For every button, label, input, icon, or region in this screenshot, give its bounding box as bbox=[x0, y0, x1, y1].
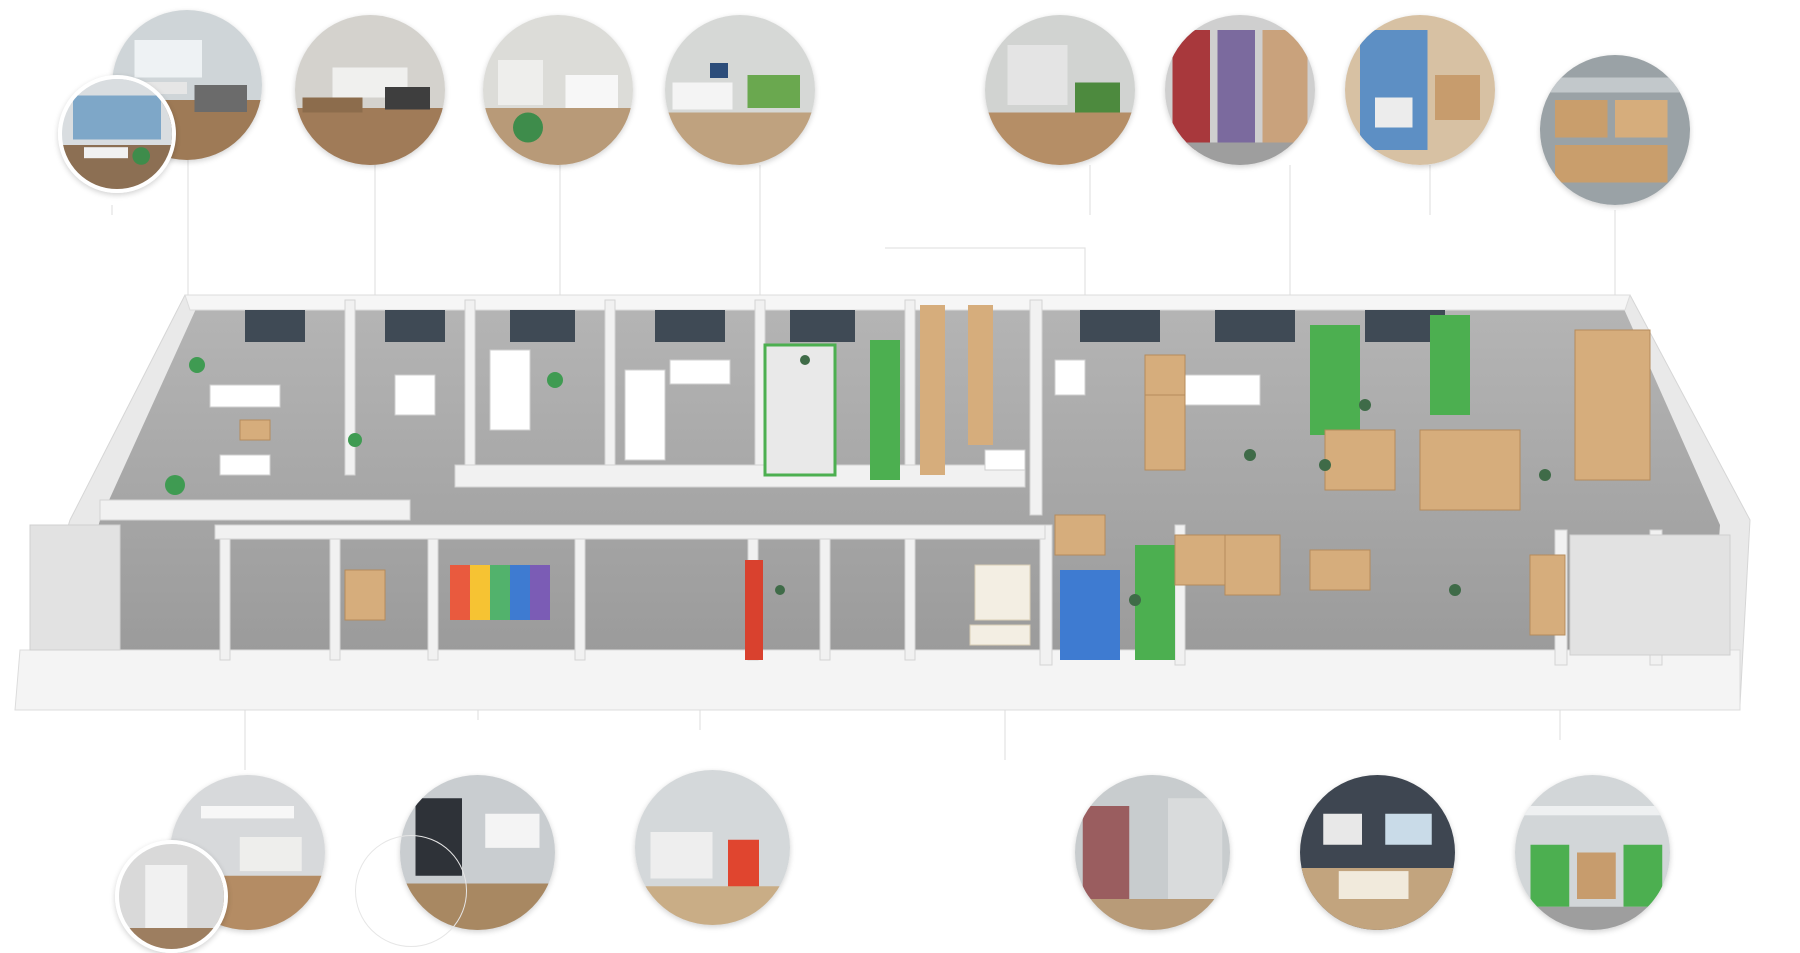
lounge-photo bbox=[1300, 775, 1455, 930]
office-window-photo bbox=[58, 75, 176, 193]
entrance-door-photo bbox=[115, 840, 228, 953]
workshop-photo bbox=[665, 15, 815, 165]
end-rooms bbox=[29, 524, 1731, 656]
meeting-room-photo bbox=[295, 15, 445, 165]
windows bbox=[245, 310, 1445, 342]
shelving-photo bbox=[1165, 15, 1315, 165]
lounge-sofa bbox=[969, 564, 1031, 646]
boxes bbox=[239, 329, 1651, 636]
lab-photo bbox=[635, 770, 790, 925]
workers bbox=[775, 355, 1551, 606]
plants bbox=[165, 357, 563, 495]
front-wall bbox=[14, 649, 1741, 711]
ghost-circle bbox=[355, 835, 467, 947]
blue-rack-photo bbox=[1345, 15, 1495, 165]
office-desk-photo bbox=[483, 15, 633, 165]
corridor-storage-photo bbox=[1075, 775, 1230, 930]
packing-area-photo bbox=[985, 15, 1135, 165]
warehouse-hall-photo bbox=[1515, 775, 1670, 930]
warehouse-boxes-photo bbox=[1540, 55, 1690, 205]
shelving bbox=[450, 305, 1470, 660]
